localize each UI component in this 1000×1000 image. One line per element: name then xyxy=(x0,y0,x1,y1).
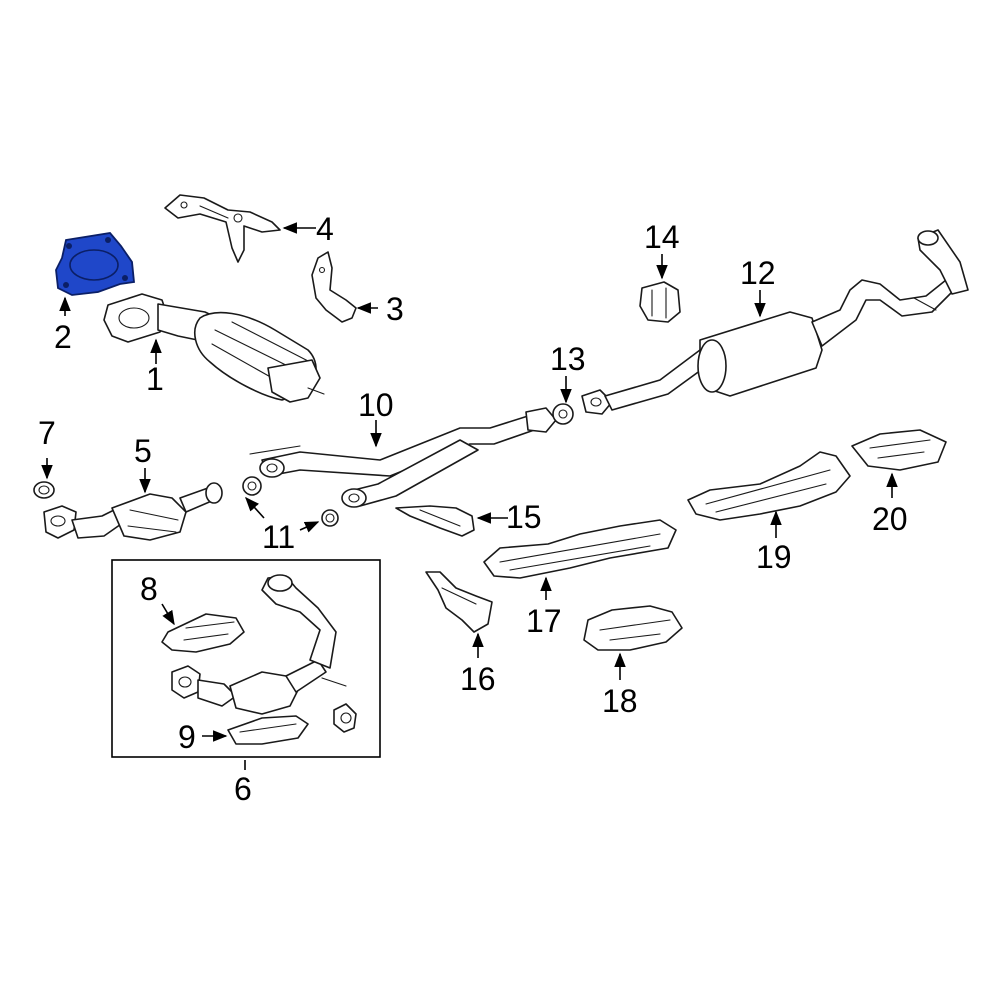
part-6-inset-group[interactable] xyxy=(111,559,381,758)
part-12-muffler-tailpipe[interactable] xyxy=(581,229,969,415)
part-1-exhaust-manifold[interactable] xyxy=(103,293,325,403)
part-2-manifold-gasket[interactable] xyxy=(55,232,135,296)
part-10-center-pipe[interactable] xyxy=(249,407,557,508)
part-3-bracket[interactable] xyxy=(311,251,357,323)
part-6-converter-assembly[interactable] xyxy=(171,574,347,715)
callout-7: 7 xyxy=(38,415,56,451)
callout-11: 11 xyxy=(262,519,295,555)
callout-18: 18 xyxy=(602,683,638,719)
callout-3: 3 xyxy=(386,291,404,327)
callout-2: 2 xyxy=(54,319,72,355)
part-11-gaskets[interactable] xyxy=(242,476,339,527)
part-17-floor-insulator[interactable] xyxy=(483,519,677,579)
inset-clamp xyxy=(333,703,357,733)
part-20-heat-insulator[interactable] xyxy=(851,429,947,471)
callout-14: 14 xyxy=(644,219,680,255)
part-13-gasket[interactable] xyxy=(552,403,574,425)
callout-4: 4 xyxy=(316,211,334,247)
callout-15: 15 xyxy=(506,499,542,535)
part-14-hanger[interactable] xyxy=(639,281,681,323)
callout-16: 16 xyxy=(460,661,496,697)
callout-9: 9 xyxy=(178,719,196,755)
callout-labels: 1 2 3 4 5 6 7 8 9 10 11 12 13 14 15 16 1… xyxy=(38,211,908,807)
part-18-heat-insulator[interactable] xyxy=(583,605,683,651)
part-19-heat-insulator[interactable] xyxy=(687,451,851,521)
callout-8: 8 xyxy=(140,571,158,607)
callout-13: 13 xyxy=(550,341,586,377)
callout-17: 17 xyxy=(526,603,562,639)
callout-12: 12 xyxy=(740,255,776,291)
callout-10: 10 xyxy=(358,387,394,423)
part-15-heat-insulator[interactable] xyxy=(395,505,475,537)
callout-1: 1 xyxy=(146,361,164,397)
leader-lines xyxy=(41,222,898,770)
part-8-insulator[interactable] xyxy=(161,613,245,653)
callout-6: 6 xyxy=(234,771,252,807)
part-9-insulator[interactable] xyxy=(227,715,309,745)
callout-20: 20 xyxy=(872,501,908,537)
part-5-front-pipe-converter[interactable] xyxy=(43,482,223,541)
callout-5: 5 xyxy=(134,433,152,469)
part-16-bracket[interactable] xyxy=(425,571,493,633)
part-7-gasket[interactable] xyxy=(33,481,55,499)
callout-19: 19 xyxy=(756,539,792,575)
part-4-heat-insulator[interactable] xyxy=(164,194,281,263)
